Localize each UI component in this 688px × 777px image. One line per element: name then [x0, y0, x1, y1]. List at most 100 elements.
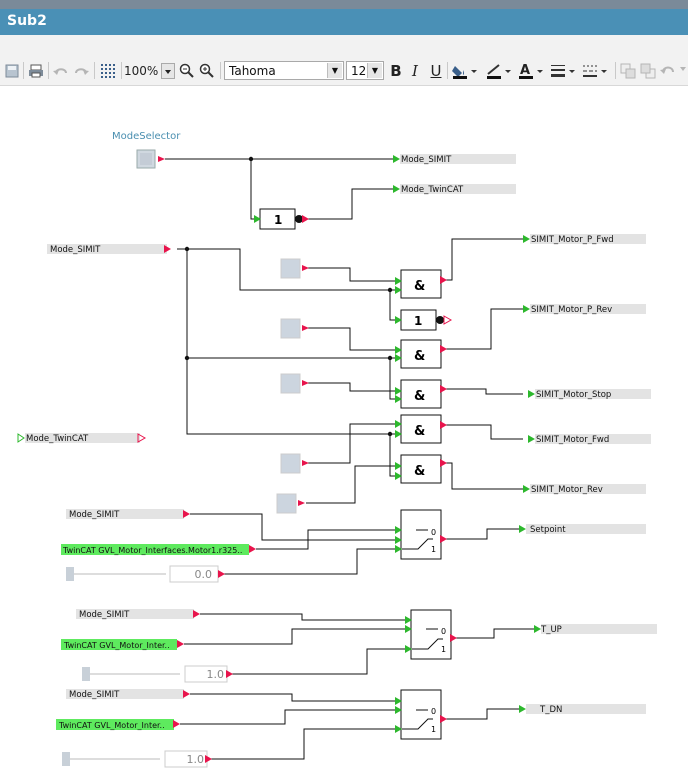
not-block[interactable]: 1 [254, 208, 309, 230]
overflow-icon[interactable] [678, 61, 688, 81]
in-mode-simit: Mode_SIMIT [47, 244, 171, 255]
redo-icon[interactable] [72, 61, 90, 81]
save-icon[interactable] [3, 61, 21, 81]
toolbar-separator [121, 62, 122, 79]
svg-text:T_UP: T_UP [540, 625, 562, 635]
svg-text:Mode_TwinCAT: Mode_TwinCAT [26, 434, 89, 444]
svg-text:Mode_SIMIT: Mode_SIMIT [50, 245, 101, 255]
wires [165, 158, 534, 760]
svg-text:1.0: 1.0 [187, 753, 205, 766]
out-mode-simit: Mode_SIMIT [393, 154, 516, 165]
toolbar-separator [23, 62, 24, 79]
print-icon[interactable] [26, 61, 46, 81]
button-stop[interactable] [280, 373, 309, 394]
diagram-canvas[interactable]: ModeSelector Mode_SIMIT Mode_TwinCAT 1 M… [0, 86, 688, 773]
svg-text:Mode_SIMIT: Mode_SIMIT [69, 690, 120, 700]
out-stop: SIMIT_Motor_Stop [528, 389, 651, 400]
bring-front-icon[interactable] [619, 61, 637, 81]
sw2-output: T_UP [534, 624, 657, 635]
svg-text:SIMIT_Motor_Stop: SIMIT_Motor_Stop [536, 390, 611, 400]
sw3-slider[interactable] [62, 752, 160, 766]
out-p-fwd: SIMIT_Motor_P_Fwd [523, 234, 646, 245]
italic-button[interactable]: I [412, 62, 418, 80]
font-size-value: 12 [351, 64, 367, 78]
svg-text:T_DN: T_DN [539, 705, 562, 715]
sw1-output: Setpoint [519, 524, 646, 535]
sw3-value-field[interactable]: 1.0 [164, 750, 212, 768]
window-title: Sub2 [7, 13, 47, 29]
toolbar-separator [48, 62, 49, 79]
zoom-dropdown-icon[interactable] [160, 61, 176, 81]
undo-icon[interactable] [52, 61, 70, 81]
in-mode-twincat: Mode_TwinCAT [17, 433, 147, 444]
svg-text:1: 1 [431, 545, 436, 554]
svg-text:TwinCAT GVL_Motor_Interfaces.M: TwinCAT GVL_Motor_Interfaces.Motor1.r325… [62, 546, 242, 555]
grid-icon[interactable] [98, 61, 118, 81]
button-p-rev[interactable] [280, 318, 309, 339]
toolbar-separator [94, 62, 95, 79]
and-block-rev[interactable]: & [395, 454, 447, 484]
and-block-stop[interactable]: & [395, 379, 447, 409]
out-p-rev: SIMIT_Motor_P_Rev [523, 304, 646, 315]
wire-junctions [184, 156, 393, 437]
sw1-value-field[interactable]: 0.0 [169, 565, 225, 583]
sw1-mode-input: Mode_SIMIT [66, 509, 190, 520]
send-back-icon[interactable] [639, 61, 657, 81]
svg-text:1: 1 [274, 213, 282, 227]
zoom-in-icon[interactable] [198, 61, 216, 81]
and-block-fwd[interactable]: & [395, 414, 447, 444]
out-mode-twincat: Mode_TwinCAT [393, 184, 516, 195]
sw1-twincat-input: TwinCAT GVL_Motor_Interfaces.Motor1.r325… [61, 544, 256, 555]
zoom-level[interactable]: 100% [124, 64, 159, 78]
switch-block-2[interactable]: 0 1 [405, 609, 457, 660]
line-width-icon[interactable] [548, 61, 578, 81]
mode-selector-switch[interactable] [136, 149, 156, 169]
font-family-select[interactable]: Tahoma ▼ [224, 61, 344, 80]
and-block-p-fwd[interactable]: & [395, 269, 447, 299]
svg-text:1: 1 [431, 725, 436, 734]
svg-text:Mode_SIMIT: Mode_SIMIT [401, 155, 452, 165]
zoom-out-icon[interactable] [178, 61, 196, 81]
and-block-p-rev[interactable]: & [395, 339, 447, 369]
sw2-twincat-input: TwinCAT GVL_Motor_Inter.. [61, 639, 184, 650]
svg-text:Setpoint: Setpoint [530, 525, 566, 535]
svg-text:Mode_TwinCAT: Mode_TwinCAT [401, 185, 464, 195]
button-p-fwd[interactable] [280, 258, 309, 279]
svg-text:&: & [414, 279, 425, 294]
rotate-icon[interactable] [659, 61, 677, 81]
sw1-slider[interactable] [66, 567, 166, 581]
chevron-down-icon: ▼ [367, 63, 382, 78]
svg-text:Mode_SIMIT: Mode_SIMIT [69, 510, 120, 520]
switch-block-3[interactable]: 0 1 [395, 689, 447, 740]
out-fwd: SIMIT_Motor_Fwd [528, 434, 651, 445]
chevron-down-icon: ▼ [327, 63, 342, 78]
svg-text:&: & [414, 464, 425, 479]
svg-text:&: & [414, 424, 425, 439]
title-bar: Sub2 [0, 9, 688, 35]
out-rev: SIMIT_Motor_Rev [523, 484, 646, 495]
sw2-slider[interactable] [82, 667, 180, 681]
line-color-icon[interactable] [484, 61, 514, 81]
button-rev[interactable] [276, 493, 305, 514]
svg-text:1.0: 1.0 [207, 668, 225, 681]
underline-button[interactable]: U [430, 62, 442, 80]
sw3-output: T_DN [519, 704, 646, 715]
line-style-icon[interactable] [580, 61, 610, 81]
toolbar-separator [220, 62, 221, 79]
mode-selector-label: ModeSelector [112, 131, 181, 142]
bold-button[interactable]: B [390, 62, 402, 80]
svg-text:1: 1 [441, 645, 446, 654]
font-color-icon[interactable]: A [516, 61, 546, 81]
svg-text:&: & [414, 349, 425, 364]
svg-text:&: & [414, 389, 425, 404]
svg-text:SIMIT_Motor_P_Rev: SIMIT_Motor_P_Rev [531, 305, 612, 315]
sw3-mode-input: Mode_SIMIT [66, 689, 190, 700]
button-fwd[interactable] [280, 453, 309, 474]
window-frame-top [0, 0, 688, 9]
switch-block-1[interactable]: 0 1 [395, 509, 447, 560]
not-block-2[interactable]: 1 [395, 309, 453, 331]
toolbar-separator [447, 62, 448, 79]
sw2-value-field[interactable]: 1.0 [184, 665, 233, 683]
font-size-select[interactable]: 12 ▼ [346, 61, 384, 80]
fill-color-icon[interactable] [450, 61, 480, 81]
